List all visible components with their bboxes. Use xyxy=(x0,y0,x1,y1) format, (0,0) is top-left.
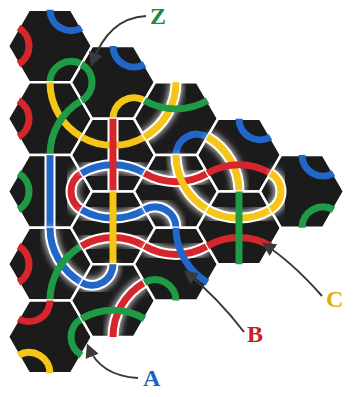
track xyxy=(50,10,82,31)
track xyxy=(82,310,145,318)
track xyxy=(47,155,54,228)
track-outline xyxy=(108,119,119,192)
callout-letter: Z xyxy=(150,4,166,28)
track xyxy=(19,301,51,322)
hex-tile-face xyxy=(260,155,344,228)
callout-letter: A xyxy=(143,366,160,390)
track-glow xyxy=(43,155,57,228)
track xyxy=(19,173,30,209)
track xyxy=(145,101,208,109)
hex-tile xyxy=(260,155,344,228)
track xyxy=(71,173,82,209)
track-glow xyxy=(71,173,82,209)
callout-letter: C xyxy=(326,287,343,311)
track xyxy=(239,119,271,140)
track xyxy=(208,165,271,173)
track xyxy=(82,264,114,285)
track xyxy=(271,173,282,209)
track xyxy=(145,280,177,301)
track-outline xyxy=(71,173,82,209)
leader-line xyxy=(264,244,322,296)
track xyxy=(145,207,177,228)
track-glow xyxy=(145,207,177,228)
track-glow xyxy=(82,264,114,285)
track-outline xyxy=(82,264,114,285)
track xyxy=(110,119,117,192)
track xyxy=(302,155,334,176)
track xyxy=(82,64,93,100)
callout-letter: B xyxy=(247,322,263,346)
leader-line xyxy=(186,272,244,332)
track xyxy=(302,207,334,228)
tile-group xyxy=(8,10,344,374)
track xyxy=(19,101,30,137)
track-outline xyxy=(271,173,282,209)
track-outline xyxy=(45,155,56,228)
leader-line xyxy=(92,16,146,64)
track xyxy=(71,319,82,355)
track xyxy=(19,246,30,282)
track-glow xyxy=(106,119,120,192)
track xyxy=(236,191,243,264)
track-outline xyxy=(145,207,177,228)
track-glow xyxy=(271,173,282,209)
track xyxy=(19,352,51,373)
track xyxy=(19,28,30,64)
track xyxy=(113,46,145,67)
leader-line xyxy=(88,346,138,378)
track xyxy=(110,191,117,264)
leader-lines xyxy=(88,16,322,378)
